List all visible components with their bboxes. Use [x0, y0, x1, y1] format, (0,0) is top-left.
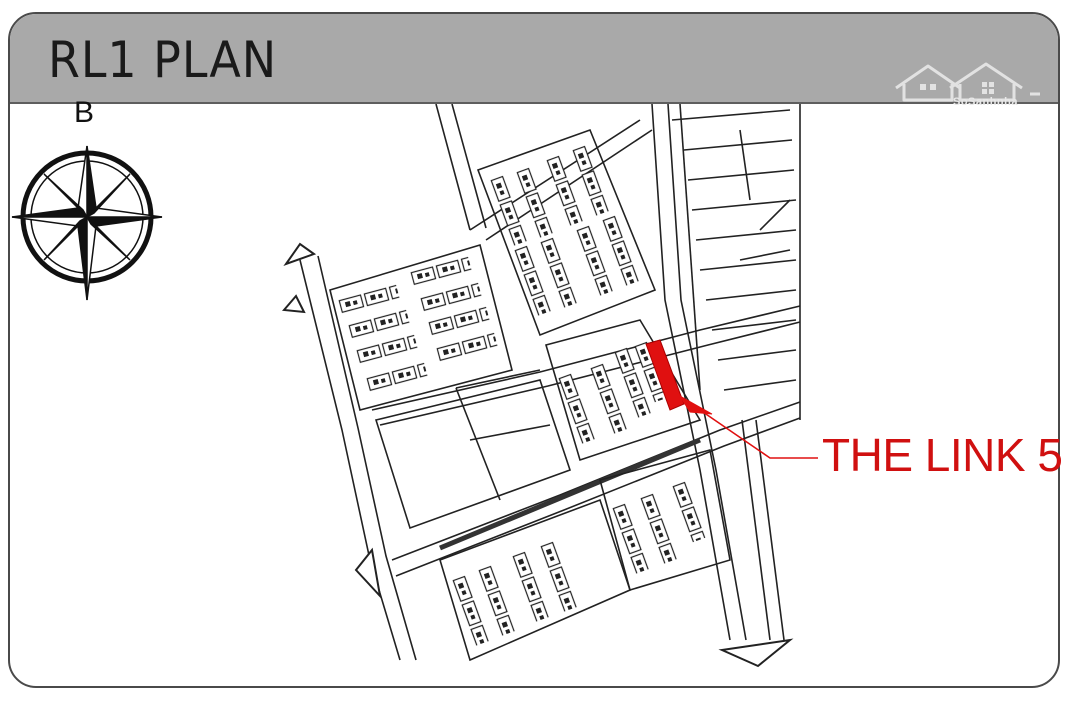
the-link-5-label: THE LINK 5	[822, 429, 1063, 481]
compass-north-label: B	[74, 96, 95, 129]
the-link-5-highlight	[645, 339, 818, 459]
page-title: RL1 PLAN	[48, 31, 278, 89]
arrow-south-icon	[718, 638, 794, 668]
block-outlines	[329, 128, 731, 662]
watermark-text: SoSanhnha	[952, 96, 1018, 108]
west-road	[299, 255, 417, 661]
main-road-north-south	[651, 104, 785, 641]
arrow-northwest-icon	[283, 242, 317, 266]
compass-rose-icon	[11, 145, 163, 301]
arrow-west-icon	[281, 294, 306, 314]
direction-arrows	[281, 242, 794, 668]
arrow-southwest-icon	[354, 547, 382, 600]
house-logo-icon	[895, 62, 1040, 102]
plan-frame: RL1 PLAN SoSanhnha	[8, 12, 1060, 688]
villa-clusters	[338, 145, 706, 646]
header-bar: RL1 PLAN SoSanhnha	[10, 14, 1058, 108]
east-parcels	[671, 104, 801, 420]
